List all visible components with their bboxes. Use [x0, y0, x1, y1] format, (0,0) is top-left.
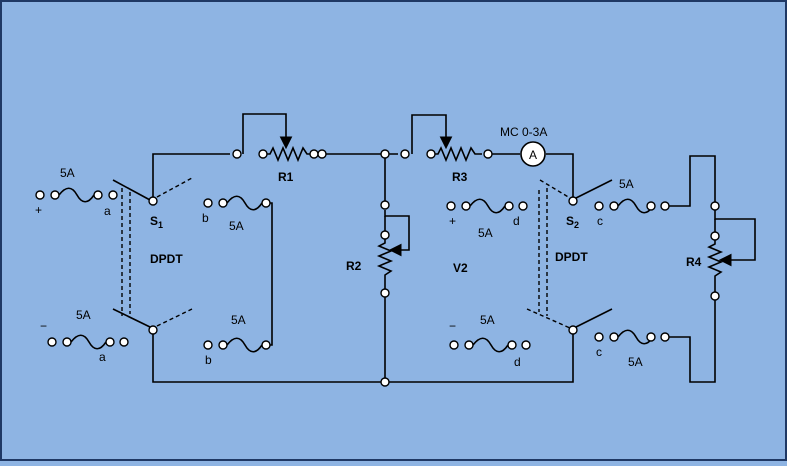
fuse-rating-label: 5A [619, 177, 634, 191]
resistor-r4 [706, 201, 724, 301]
plus-sign: + [35, 203, 42, 217]
fuse-rating-label: 5A [229, 219, 244, 233]
junction-node [380, 377, 390, 387]
terminal-label-a: a [104, 204, 111, 218]
terminal-label-c: c [596, 345, 602, 359]
ammeter-label: MC 0-3A [500, 125, 547, 139]
resistor-r2 [376, 200, 394, 298]
fuse-bottom-b [203, 337, 271, 353]
fuse-rating-label: 5A [628, 355, 643, 369]
r2-label: R2 [346, 259, 362, 273]
switch-s1 [112, 177, 193, 335]
r1-label: R1 [278, 170, 294, 184]
fuse-rating-label: 5A [231, 313, 246, 327]
junction-node [380, 149, 390, 159]
switch-s2 [526, 179, 613, 335]
fuse-plus-a [35, 187, 118, 203]
fuse-plus-d [446, 198, 528, 214]
s2-label: S2 [566, 214, 579, 230]
dpdt-label-s1: DPDT [150, 252, 183, 266]
fuse-rating-label: 5A [60, 166, 75, 180]
fuse-rating-label: 5A [76, 308, 91, 322]
fuse-minus-a [47, 334, 129, 350]
fuse-minus-d [449, 337, 531, 353]
dpdt-label-s2: DPDT [555, 250, 588, 264]
v2-label: V2 [453, 261, 468, 275]
ammeter-symbol: A [529, 148, 537, 162]
minus-sign: − [40, 319, 47, 333]
terminal-label-b: b [205, 353, 212, 367]
fuse-bottom-c [594, 329, 670, 345]
terminal-label-a: a [99, 350, 106, 364]
resistor-r3 [400, 145, 493, 163]
terminal-label-b: b [202, 211, 209, 225]
resistor-r1 [232, 145, 327, 163]
ammeter: A [520, 141, 546, 167]
r3-label: R3 [452, 170, 468, 184]
terminal-label-d: d [514, 355, 521, 369]
fuse-rating-label: 5A [478, 226, 493, 240]
terminal-label-c: c [597, 214, 603, 228]
terminal-label-d: d [513, 214, 520, 228]
minus-sign: − [449, 319, 456, 333]
r4-label: R4 [686, 255, 702, 269]
fuse-rating-label: 5A [480, 313, 495, 327]
plus-sign: + [449, 214, 456, 228]
s1-label: S1 [150, 214, 163, 230]
fuse-top-b [203, 195, 271, 211]
fuse-top-c [594, 198, 670, 214]
